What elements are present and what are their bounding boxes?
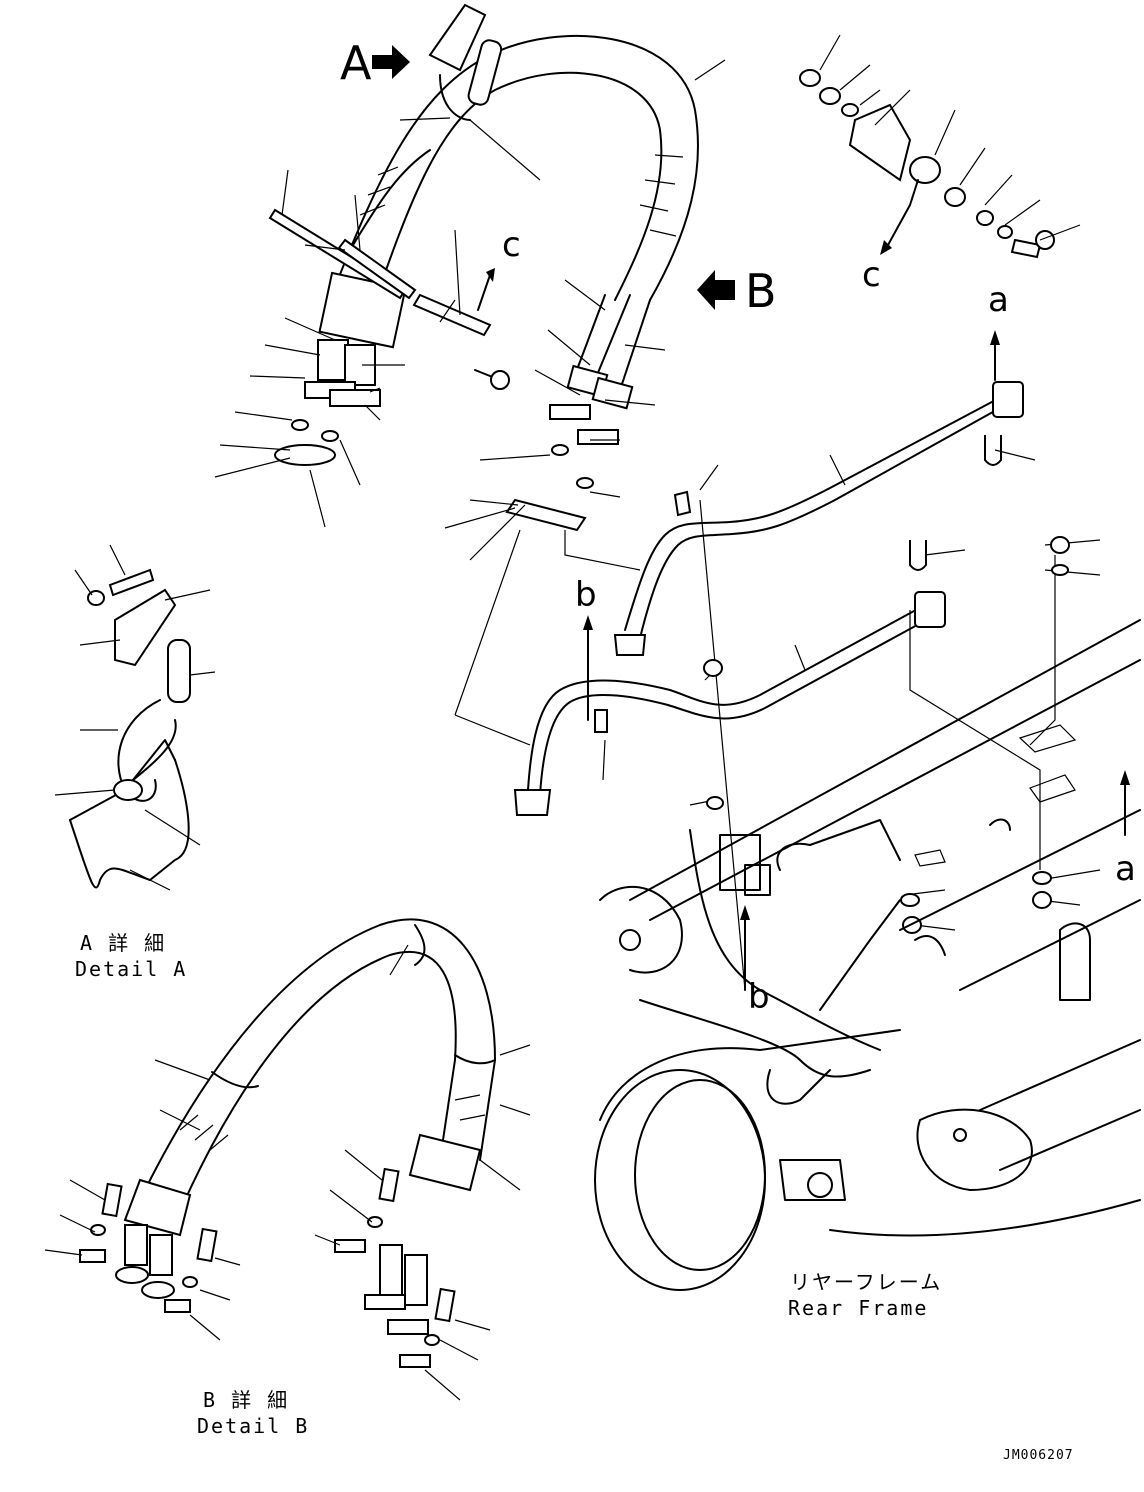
view-label-a-top: a bbox=[988, 280, 1009, 320]
view-label-c-right: c bbox=[862, 255, 881, 295]
steel-tubes bbox=[454, 330, 1130, 991]
drawing-code: JM006207 bbox=[1003, 1448, 1074, 1463]
exploded-fasteners bbox=[799, 34, 1081, 259]
view-label-a: A bbox=[340, 36, 372, 90]
detail-a-drawing bbox=[54, 544, 216, 891]
view-label-c-top: c bbox=[502, 225, 521, 265]
detail-b-drawing bbox=[44, 918, 531, 1401]
view-label-b-bottom: b bbox=[748, 977, 770, 1017]
rear-frame-label-en: Rear Frame bbox=[788, 1296, 929, 1320]
detail-a-caption-en: Detail A bbox=[75, 957, 188, 981]
detail-a-caption-jp: A 詳 細 bbox=[80, 931, 167, 955]
main-hose-assembly bbox=[214, 3, 735, 561]
view-label-b: B bbox=[745, 264, 777, 318]
detail-b-caption-jp: B 詳 細 bbox=[203, 1388, 290, 1412]
view-label-a-bottom: a bbox=[1115, 849, 1136, 889]
rear-frame-label-jp: リヤーフレーム bbox=[790, 1270, 943, 1294]
rear-frame-drawing bbox=[594, 619, 1141, 1291]
view-label-b-top: b bbox=[575, 575, 597, 615]
detail-b-caption-en: Detail B bbox=[197, 1414, 310, 1438]
